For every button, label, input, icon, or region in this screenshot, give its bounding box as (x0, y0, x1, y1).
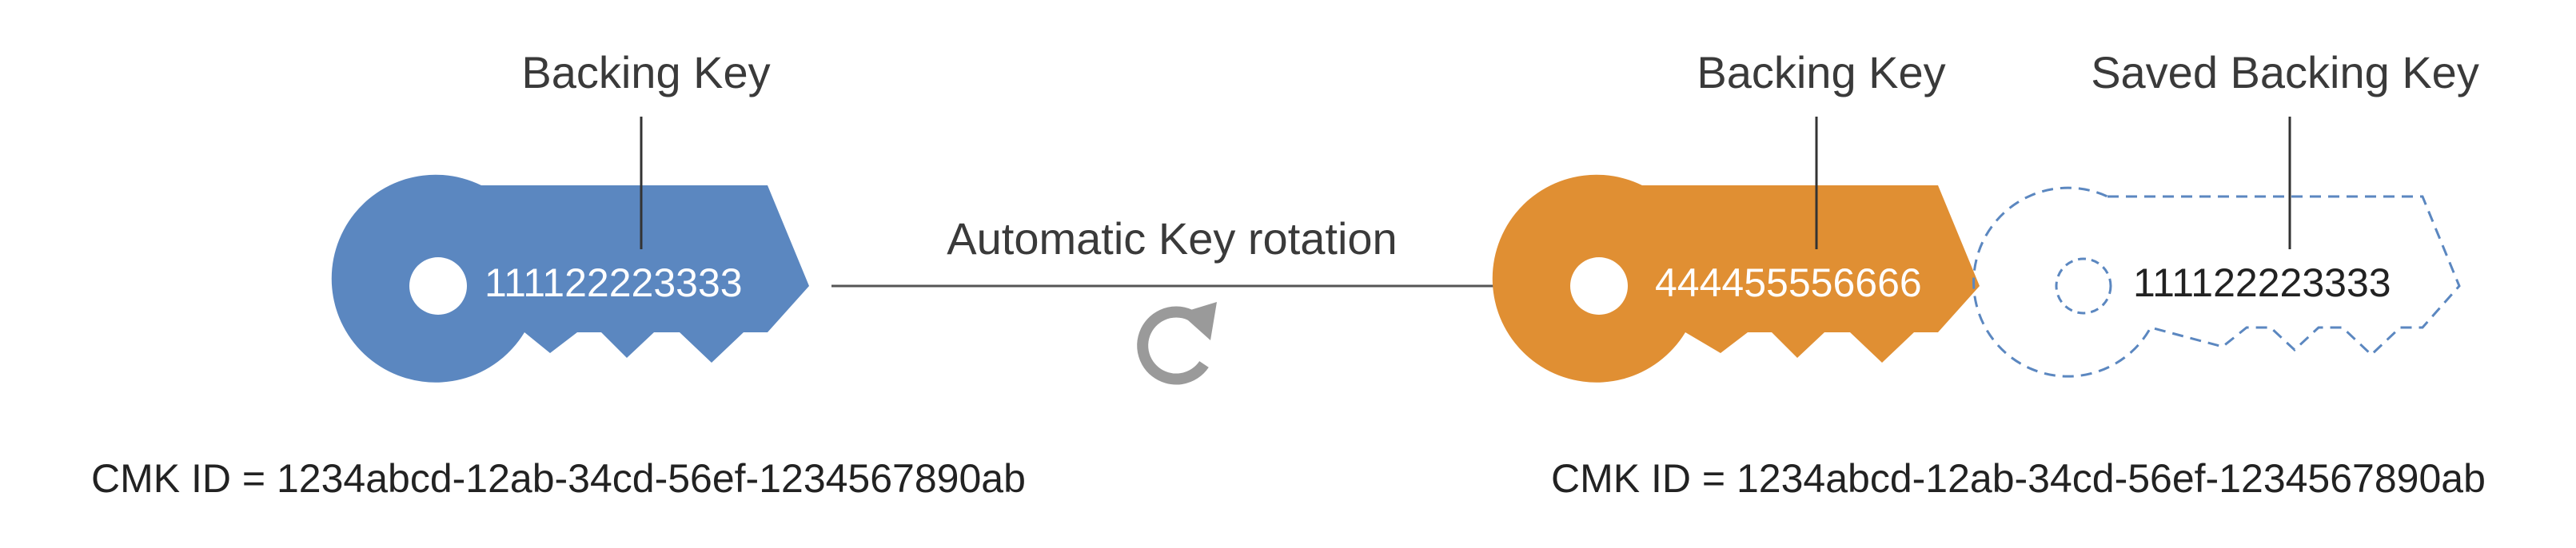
rotation-label: Automatic Key rotation (947, 213, 1397, 264)
saved-key-label: Saved Backing Key (2091, 47, 2479, 97)
old-backing-key: 111122223333 Backing Key CMK ID = 1234ab… (91, 47, 1026, 501)
rotate-icon (1137, 302, 1217, 385)
old-key-icon (331, 174, 810, 383)
new-cmk-id: CMK ID = 1234abcd-12ab-34cd-56ef-1234567… (1551, 456, 2486, 501)
rotation-transition: Automatic Key rotation (831, 213, 1535, 385)
new-key-icon (1492, 174, 1980, 383)
saved-key-icon (1972, 186, 2461, 378)
old-key-value: 111122223333 (484, 260, 743, 305)
saved-key-value: 111122223333 (2133, 260, 2391, 305)
new-key-value: 444455556666 (1655, 260, 1922, 305)
saved-backing-key: 111122223333 Saved Backing Key (1972, 47, 2479, 378)
new-backing-key: 444455556666 Backing Key CMK ID = 1234ab… (1492, 47, 2486, 501)
old-key-label: Backing Key (521, 47, 770, 97)
saved-key-hole (2055, 257, 2112, 315)
old-cmk-id: CMK ID = 1234abcd-12ab-34cd-56ef-1234567… (91, 456, 1026, 501)
new-key-label: Backing Key (1697, 47, 1945, 97)
